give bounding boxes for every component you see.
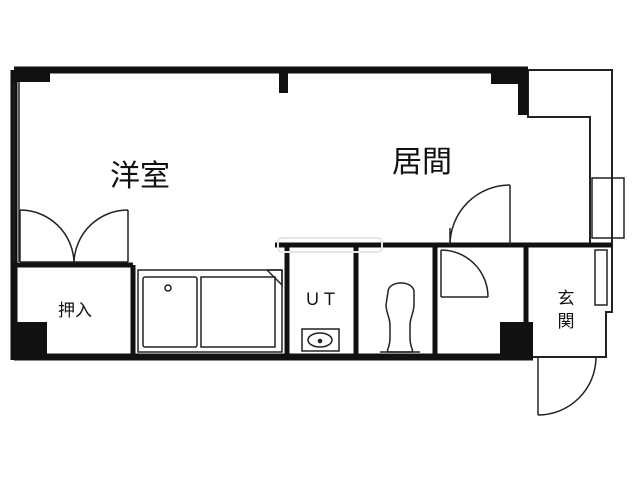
shoe-closet bbox=[591, 177, 625, 306]
living-room-label: 居間 bbox=[392, 145, 452, 180]
living-door bbox=[449, 184, 511, 246]
hall-door bbox=[440, 249, 489, 298]
watermark bbox=[277, 237, 383, 253]
utility-label: ＵＴ bbox=[304, 290, 338, 310]
closet-label: 押入 bbox=[58, 301, 92, 321]
closet-doors bbox=[19, 209, 129, 263]
western-room-label: 洋室 bbox=[110, 159, 170, 194]
unit-bath bbox=[137, 269, 283, 353]
left-window bbox=[13, 82, 20, 262]
entrance-label-bottom: 関 bbox=[558, 312, 575, 332]
wall-blocks bbox=[14, 67, 533, 360]
sink bbox=[301, 328, 340, 352]
entrance-label-top: 玄 bbox=[558, 289, 575, 309]
entrance-door bbox=[537, 356, 597, 416]
toilet bbox=[380, 282, 420, 353]
interior-walls bbox=[14, 242, 612, 357]
